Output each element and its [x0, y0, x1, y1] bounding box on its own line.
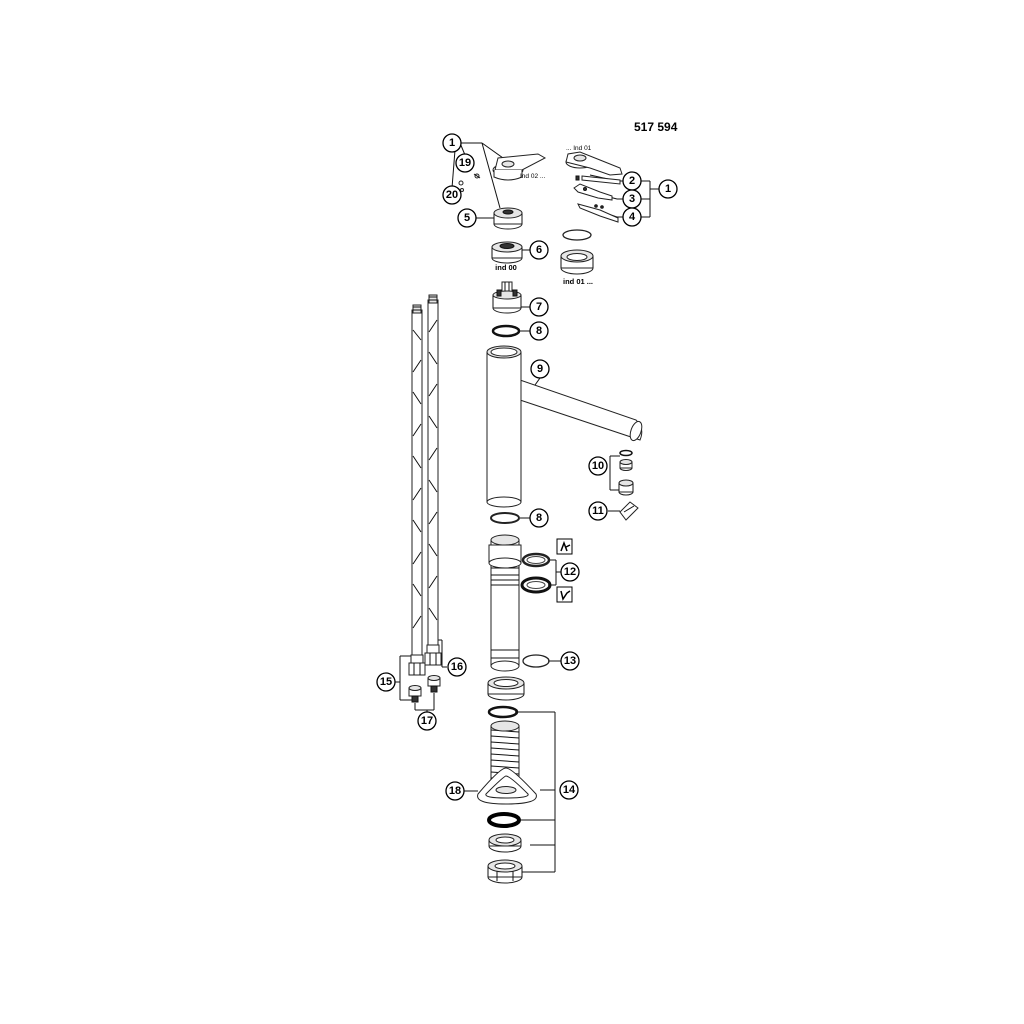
callout-1-right: 1 — [658, 179, 678, 199]
cover-ind-00 — [491, 241, 523, 264]
callout-2: 2 — [622, 171, 642, 191]
svg-text:17: 17 — [421, 715, 433, 727]
svg-text:8: 8 — [536, 325, 542, 337]
callout-16: 16 — [447, 657, 467, 677]
callout-7: 7 — [529, 297, 549, 317]
handle-insert-4 — [577, 203, 619, 223]
svg-text:1: 1 — [665, 183, 671, 195]
callout-17: 17 — [417, 711, 437, 731]
svg-text:5: 5 — [464, 212, 470, 224]
rubber-washer-14 — [487, 812, 521, 828]
svg-text:4: 4 — [629, 211, 636, 223]
svg-text:11: 11 — [592, 505, 604, 517]
handle-insert-3 — [573, 183, 613, 201]
cap-ring-5 — [493, 207, 523, 230]
flex-hose-15 — [408, 304, 426, 676]
profile-icon-12-a — [556, 538, 573, 555]
washer-14 — [488, 833, 522, 853]
callout-5: 5 — [457, 208, 477, 228]
svg-text:9: 9 — [537, 363, 543, 375]
svg-text:15: 15 — [380, 676, 392, 688]
small-screws — [458, 173, 481, 192]
svg-text:7: 7 — [536, 301, 542, 313]
drawing-number: 517 594 — [634, 120, 678, 134]
seal-12-b — [520, 576, 552, 594]
callout-11: 11 — [588, 501, 608, 521]
base-flange — [487, 676, 525, 701]
callout-19: 19 — [455, 153, 475, 173]
svg-text:6: 6 — [536, 244, 542, 256]
tap-body-9 — [486, 345, 643, 508]
svg-text:13: 13 — [564, 655, 576, 667]
cartridge-7 — [492, 281, 522, 314]
callout-4: 4 — [622, 207, 642, 227]
callout-14: 14 — [559, 780, 579, 800]
aerator-key-11 — [619, 501, 639, 521]
svg-text:18: 18 — [449, 785, 461, 797]
adapters-17 — [408, 675, 441, 703]
svg-text:12: 12 — [564, 566, 576, 578]
lever-handle-ind02 — [492, 153, 547, 181]
inner-tube — [488, 534, 522, 672]
handle-insert-2 — [575, 175, 621, 185]
callout-3: 3 — [622, 189, 642, 209]
callout-13: 13 — [560, 651, 580, 671]
lock-nut-14 — [487, 859, 523, 884]
svg-text:14: 14 — [563, 784, 576, 796]
oring-13 — [522, 654, 550, 668]
oring-14-top — [487, 705, 519, 719]
label-ind-01: ind 01 ... — [563, 277, 593, 286]
svg-text:16: 16 — [451, 661, 463, 673]
svg-text:20: 20 — [446, 189, 458, 201]
svg-text:1: 1 — [449, 137, 455, 149]
profile-icon-12-b — [556, 586, 573, 603]
callout-20: 20 — [442, 185, 462, 205]
callout-1-left: 1 — [442, 133, 462, 153]
oring-8-top — [491, 324, 521, 338]
label-ind-02: Ind 02 ... — [520, 173, 545, 180]
svg-text:2: 2 — [629, 175, 635, 187]
callout-8-top: 8 — [529, 321, 549, 341]
label-ind-01-top: ... Ind 01 — [566, 145, 592, 152]
callout-8-lower: 8 — [529, 508, 549, 528]
lever-handle-ind01 — [565, 151, 623, 176]
svg-text:3: 3 — [629, 193, 635, 205]
svg-text:8: 8 — [536, 512, 542, 524]
svg-text:10: 10 — [592, 460, 604, 472]
label-ind-00: ind 00 — [495, 263, 517, 272]
cover-ind-01 — [560, 249, 594, 275]
seal-12-a — [521, 552, 551, 568]
aerator-10 — [618, 449, 634, 496]
callout-10: 10 — [588, 456, 608, 476]
callout-6: 6 — [529, 240, 549, 260]
callout-9: 9 — [530, 359, 550, 379]
callout-15: 15 — [376, 672, 396, 692]
oring-ind-01 — [562, 229, 592, 241]
flex-hose-16 — [424, 294, 442, 666]
oring-8-lower — [490, 512, 520, 524]
svg-text:19: 19 — [459, 157, 471, 169]
callout-18: 18 — [445, 781, 465, 801]
fixing-plate-18 — [477, 767, 537, 805]
callout-12: 12 — [560, 562, 580, 582]
